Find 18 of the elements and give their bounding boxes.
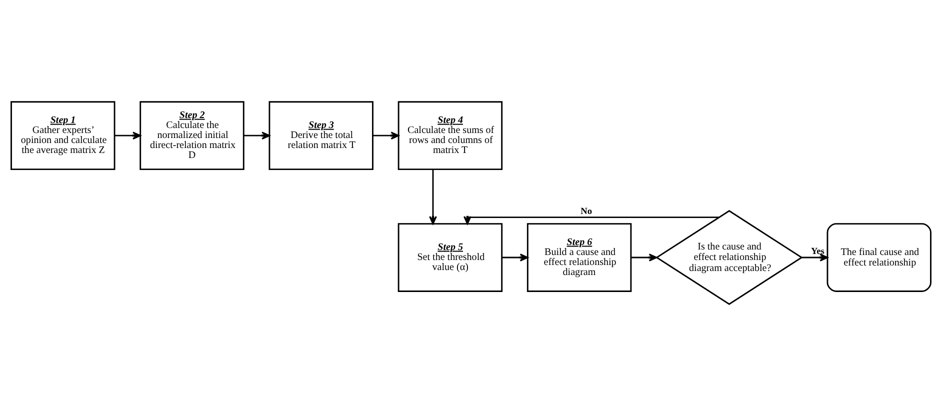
- arrow: [372, 132, 400, 140]
- node-box: Step 3 Derive the total relation matrix T: [268, 101, 374, 170]
- arrow: [631, 254, 658, 262]
- arrow: [244, 132, 270, 140]
- node-diamond: Is the cause and effect relationship diagram acceptable?: [655, 210, 803, 305]
- edge-label: Yes: [810, 247, 824, 258]
- arrow: [802, 254, 828, 262]
- arrow: [429, 170, 437, 224]
- edge-label: No: [580, 207, 592, 218]
- node-box: Step 1 Gather experts’ opinion and calculate the average matrix Z: [10, 101, 116, 170]
- node-box: Step 4 Calculate the sums of rows and columns of matrix T: [398, 101, 503, 170]
- node-box: The final cause and effect relationship: [826, 223, 932, 292]
- arrow: [114, 132, 141, 140]
- node-box: Step 5 Set the threshold value (α): [398, 223, 503, 292]
- arrow: [502, 254, 528, 262]
- node-box: Step 6 Build a cause and effect relationship diagram: [526, 223, 632, 292]
- arrow: [463, 216, 719, 225]
- node-box: Step 2 Calculate the normalized initial direct-relation matrix D: [140, 101, 244, 170]
